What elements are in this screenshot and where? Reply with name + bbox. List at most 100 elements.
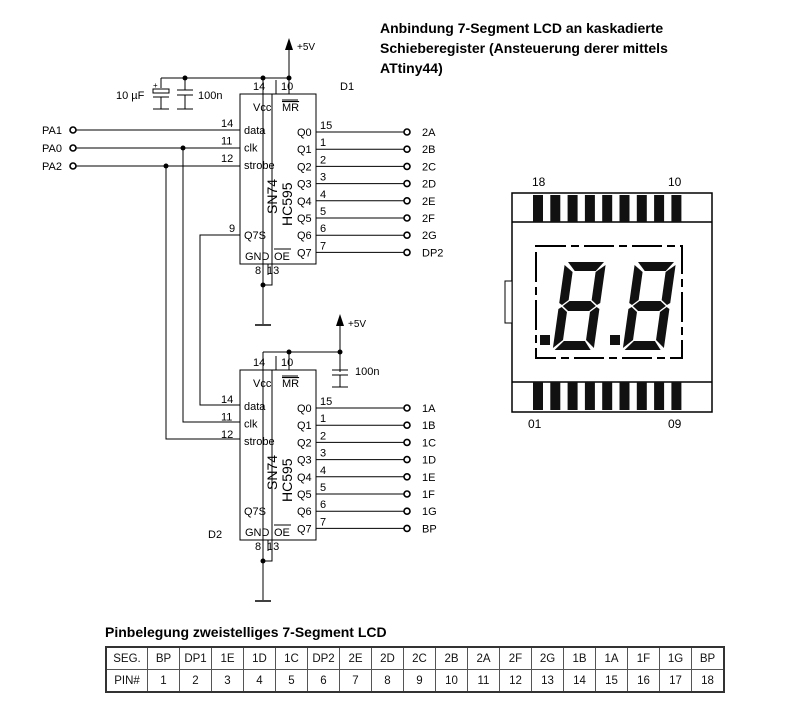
output-label-2e: 2E — [422, 196, 435, 208]
output-terminal — [403, 248, 411, 257]
segment-d — [554, 341, 591, 350]
pin-name-q2: Q2 — [297, 437, 312, 449]
output-terminal — [403, 490, 411, 498]
d1-power: +5V + 10 µF 100n — [116, 38, 315, 110]
segment-cell: 1F — [627, 646, 660, 670]
pin-cell: 18 — [691, 669, 725, 693]
segment-cell: 2E — [339, 646, 372, 670]
lcd-pin — [533, 382, 543, 410]
pin-cell: 17 — [659, 669, 692, 693]
output-label-bp: BP — [422, 523, 437, 535]
pin-cell: 7 — [339, 669, 372, 693]
output-terminal — [403, 404, 411, 412]
title-line-2: Schieberegister (Ansteuerung derer mitte… — [380, 40, 668, 56]
input-label-pa2: PA2 — [42, 161, 62, 173]
pin-name-q5: Q5 — [297, 489, 312, 501]
pin-name-q7: Q7 — [297, 247, 312, 259]
pin-number: 15 — [320, 120, 332, 132]
pin-number: 14 — [253, 357, 265, 369]
lcd-pin — [602, 382, 613, 410]
pin-name-data: data — [244, 401, 266, 413]
output-label-1g: 1G — [422, 506, 437, 518]
capacitor-10uf-label: 10 µF — [116, 90, 145, 102]
segment-e — [552, 307, 567, 348]
pin-name-q7: Q7 — [297, 523, 312, 535]
pin-number: 12 — [221, 153, 233, 165]
input-terminal-pa1 — [69, 126, 77, 134]
pin-table-title: Pinbelegung zweistelliges 7-Segment LCD — [105, 624, 387, 640]
pin-name-q3: Q3 — [297, 179, 312, 191]
mr-label: MR — [282, 378, 299, 390]
output-label-1f: 1F — [422, 489, 435, 501]
output-label-1c: 1C — [422, 437, 436, 449]
segment-cell: 1C — [275, 646, 308, 670]
part-number-line2: HC595 — [279, 458, 295, 502]
pin-number: 10 — [281, 81, 293, 93]
pin-name-q1: Q1 — [297, 420, 312, 432]
segment-c — [656, 307, 670, 348]
output-label-dp2: DP2 — [422, 247, 443, 259]
pin-cell: 6 — [307, 669, 340, 693]
pin-cell: 2 — [179, 669, 212, 693]
lcd-pin — [619, 382, 630, 410]
lcd-pin — [671, 382, 682, 410]
lcd-pin-label-01: 01 — [528, 417, 542, 431]
pin-number: 9 — [229, 223, 235, 235]
pin-name-q4: Q4 — [297, 472, 312, 484]
pin-name-q2: Q2 — [297, 161, 312, 173]
lcd-digit-2 — [622, 262, 676, 350]
segment-e — [622, 307, 637, 348]
segment-a — [638, 262, 674, 271]
pin-cell: 4 — [243, 669, 276, 693]
chip-ref-label: D2 — [208, 529, 222, 541]
pin-cell: 9 — [403, 669, 436, 693]
gnd-label: GND — [245, 527, 270, 539]
pin-name-q7s: Q7S — [244, 230, 266, 242]
output-terminal — [403, 214, 411, 222]
pin-number: 14 — [221, 394, 233, 406]
lcd-pin — [654, 382, 665, 410]
lcd-pin — [671, 195, 682, 222]
decimal-point — [610, 335, 620, 345]
output-label-1d: 1D — [422, 455, 436, 467]
d2-power: +5V 100n — [262, 314, 379, 388]
junction — [260, 558, 266, 564]
output-terminal — [403, 438, 411, 447]
supply-arrow-icon — [336, 314, 344, 326]
lcd-pin — [619, 195, 630, 222]
svg-text:+: + — [153, 81, 158, 90]
pin-cell: 10 — [435, 669, 468, 693]
pin-cell: 11 — [467, 669, 500, 693]
gnd-label: GND — [245, 251, 270, 263]
pin-number: 14 — [221, 118, 233, 130]
segment-b — [591, 265, 606, 305]
pin-number: 1 — [320, 137, 326, 149]
output-label-2d: 2D — [422, 179, 436, 191]
pin-name-data: data — [244, 125, 266, 137]
lcd-pin — [602, 195, 613, 222]
lcd-pin-label-18: 18 — [532, 175, 546, 189]
pin-cell: 5 — [275, 669, 308, 693]
pin-number: 11 — [221, 412, 232, 424]
segment-cell: 2B — [435, 646, 468, 670]
segment-cell: BP — [147, 646, 180, 670]
pin-name-q0: Q0 — [297, 403, 312, 415]
pin-number: 10 — [281, 357, 293, 369]
lcd-pin — [533, 195, 543, 222]
pin-number: 6 — [320, 223, 326, 235]
pin-cell: 14 — [563, 669, 596, 693]
oe-label: OE — [274, 527, 290, 539]
output-terminal — [403, 162, 411, 171]
lcd-pin — [550, 195, 561, 222]
seg-header: SEG. — [105, 646, 148, 670]
input-terminal-pa0 — [69, 144, 77, 152]
segment-cell: BP — [691, 646, 725, 670]
junction — [260, 282, 266, 288]
supply-label-2: +5V — [348, 319, 366, 330]
lcd-pin — [636, 382, 647, 410]
output-terminal — [403, 455, 411, 464]
